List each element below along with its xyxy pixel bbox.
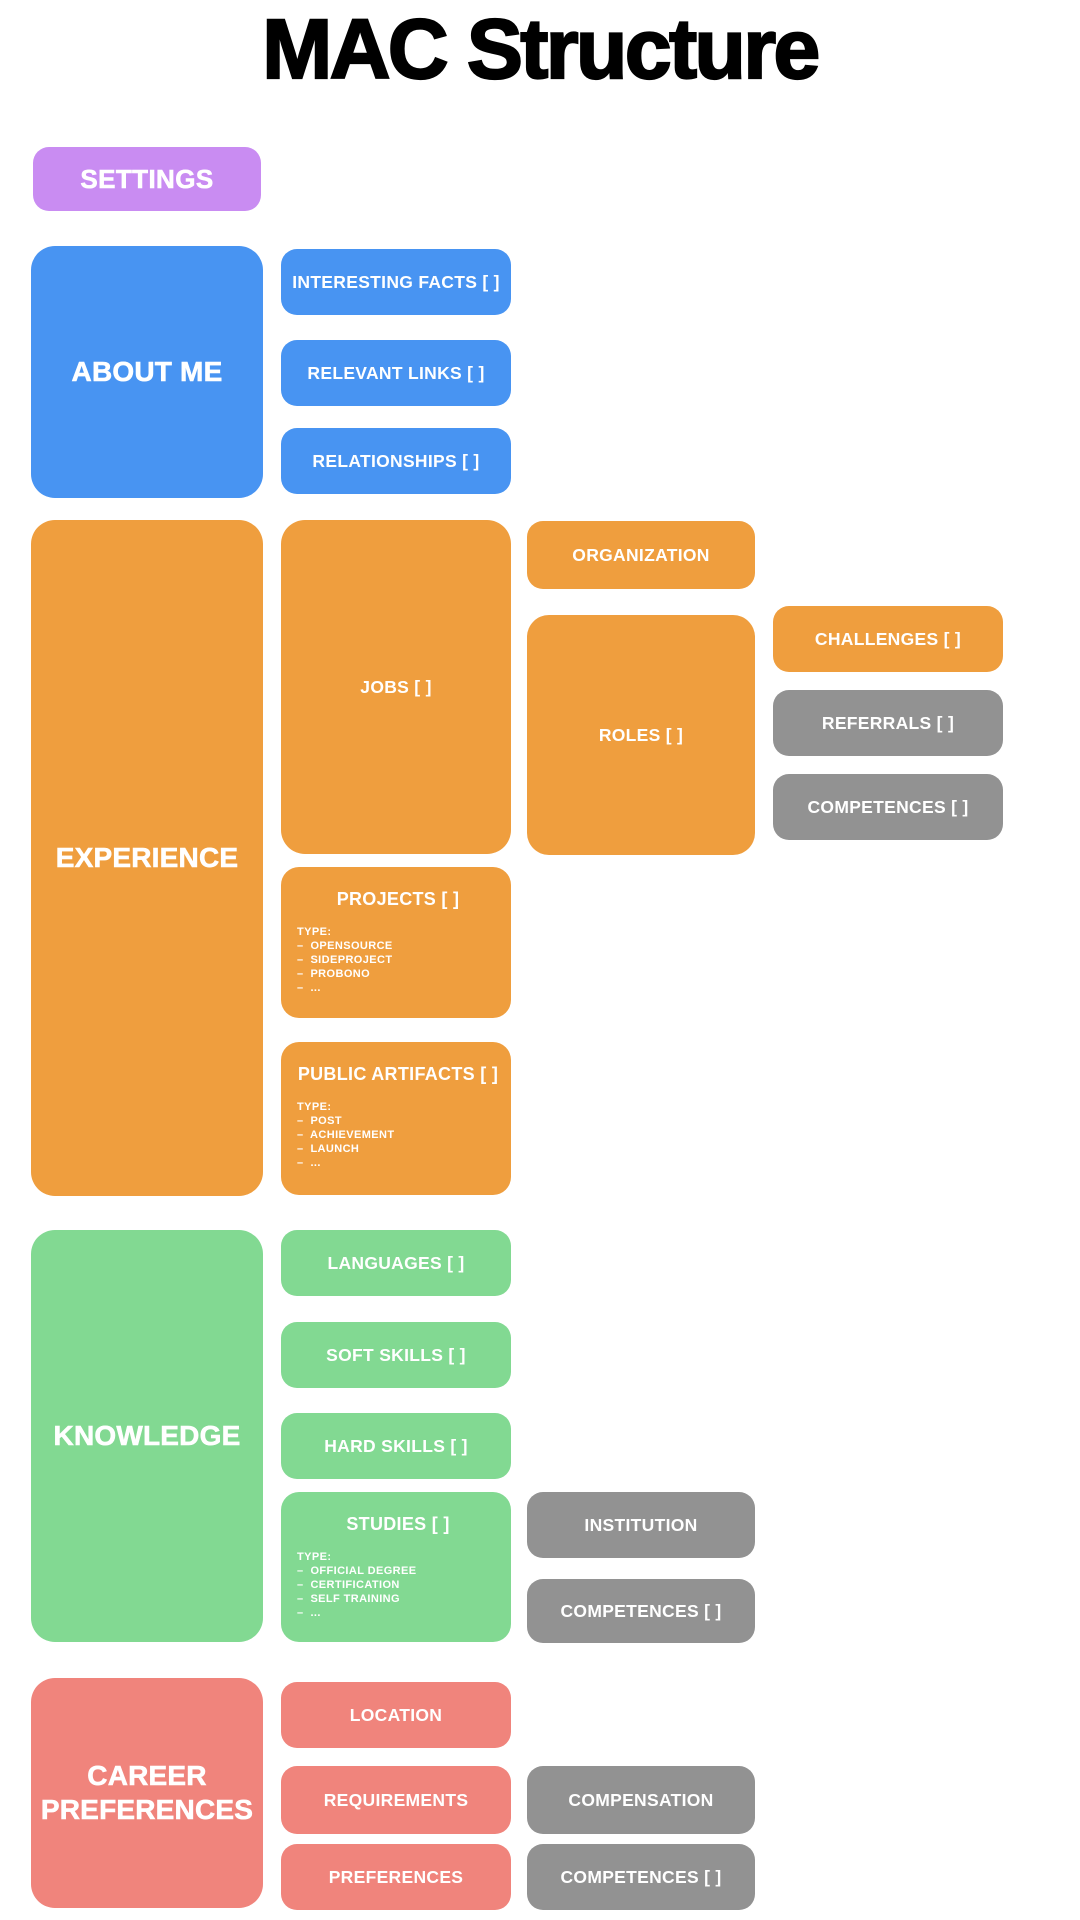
node-studies: STUDIES [ ] TYPE: OFFICIAL DEGREE CERTIF… [281,1492,511,1642]
type-item: ... [297,1156,499,1170]
node-location: LOCATION [281,1682,511,1748]
node-roles: ROLES [ ] [527,615,755,855]
node-preferences: PREFERENCES [281,1844,511,1910]
type-item: OFFICIAL DEGREE [297,1564,499,1578]
type-item: ... [297,981,499,995]
type-item: SELF TRAINING [297,1592,499,1606]
type-item: CERTIFICATION [297,1578,499,1592]
type-item: ACHIEVEMENT [297,1128,499,1142]
type-item: SIDEPROJECT [297,953,499,967]
studies-type-block: TYPE: OFFICIAL DEGREE CERTIFICATION SELF… [297,1550,499,1620]
node-requirements: REQUIREMENTS [281,1766,511,1834]
type-item: ... [297,1606,499,1620]
public-artifacts-type-block: TYPE: POST ACHIEVEMENT LAUNCH ... [297,1100,499,1170]
public-artifacts-type-label: TYPE: [297,1101,332,1113]
type-item: OPENSOURCE [297,939,499,953]
node-referrals: REFERRALS [ ] [773,690,1003,756]
node-competences-knowledge: COMPETENCES [ ] [527,1579,755,1643]
node-relationships: RELATIONSHIPS [ ] [281,428,511,494]
projects-type-block: TYPE: OPENSOURCE SIDEPROJECT PROBONO ... [297,925,499,995]
type-item: PROBONO [297,967,499,981]
projects-type-label: TYPE: [297,926,332,938]
node-about-me: ABOUT ME [31,246,263,498]
node-institution: INSTITUTION [527,1492,755,1558]
node-soft-skills: SOFT SKILLS [ ] [281,1322,511,1388]
node-competences-career: COMPETENCES [ ] [527,1844,755,1910]
node-languages: LANGUAGES [ ] [281,1230,511,1296]
node-projects: PROJECTS [ ] TYPE: OPENSOURCE SIDEPROJEC… [281,867,511,1018]
type-item: POST [297,1114,499,1128]
node-career-preferences: CAREER PREFERENCES [31,1678,263,1908]
projects-label: PROJECTS [ ] [336,889,460,909]
public-artifacts-label: PUBLIC ARTIFACTS [ ] [297,1064,499,1084]
node-jobs: JOBS [ ] [281,520,511,854]
node-organization: ORGANIZATION [527,521,755,589]
node-challenges: CHALLENGES [ ] [773,606,1003,672]
node-knowledge: KNOWLEDGE [31,1230,263,1642]
page-title: MAC Structure [261,1,821,97]
node-public-artifacts: PUBLIC ARTIFACTS [ ] TYPE: POST ACHIEVEM… [281,1042,511,1195]
studies-type-label: TYPE: [297,1551,332,1563]
node-compensation: COMPENSATION [527,1766,755,1834]
node-interesting-facts: INTERESTING FACTS [ ] [281,249,511,315]
studies-label: STUDIES [ ] [346,1514,450,1534]
node-hard-skills: HARD SKILLS [ ] [281,1413,511,1479]
node-experience: EXPERIENCE [31,520,263,1196]
type-item: LAUNCH [297,1142,499,1156]
public-artifacts-type-list: POST ACHIEVEMENT LAUNCH ... [297,1114,499,1170]
node-relevant-links: RELEVANT LINKS [ ] [281,340,511,406]
node-settings: SETTINGS [33,147,261,211]
node-competences-experience: COMPETENCES [ ] [773,774,1003,840]
studies-type-list: OFFICIAL DEGREE CERTIFICATION SELF TRAIN… [297,1564,499,1620]
projects-type-list: OPENSOURCE SIDEPROJECT PROBONO ... [297,939,499,995]
